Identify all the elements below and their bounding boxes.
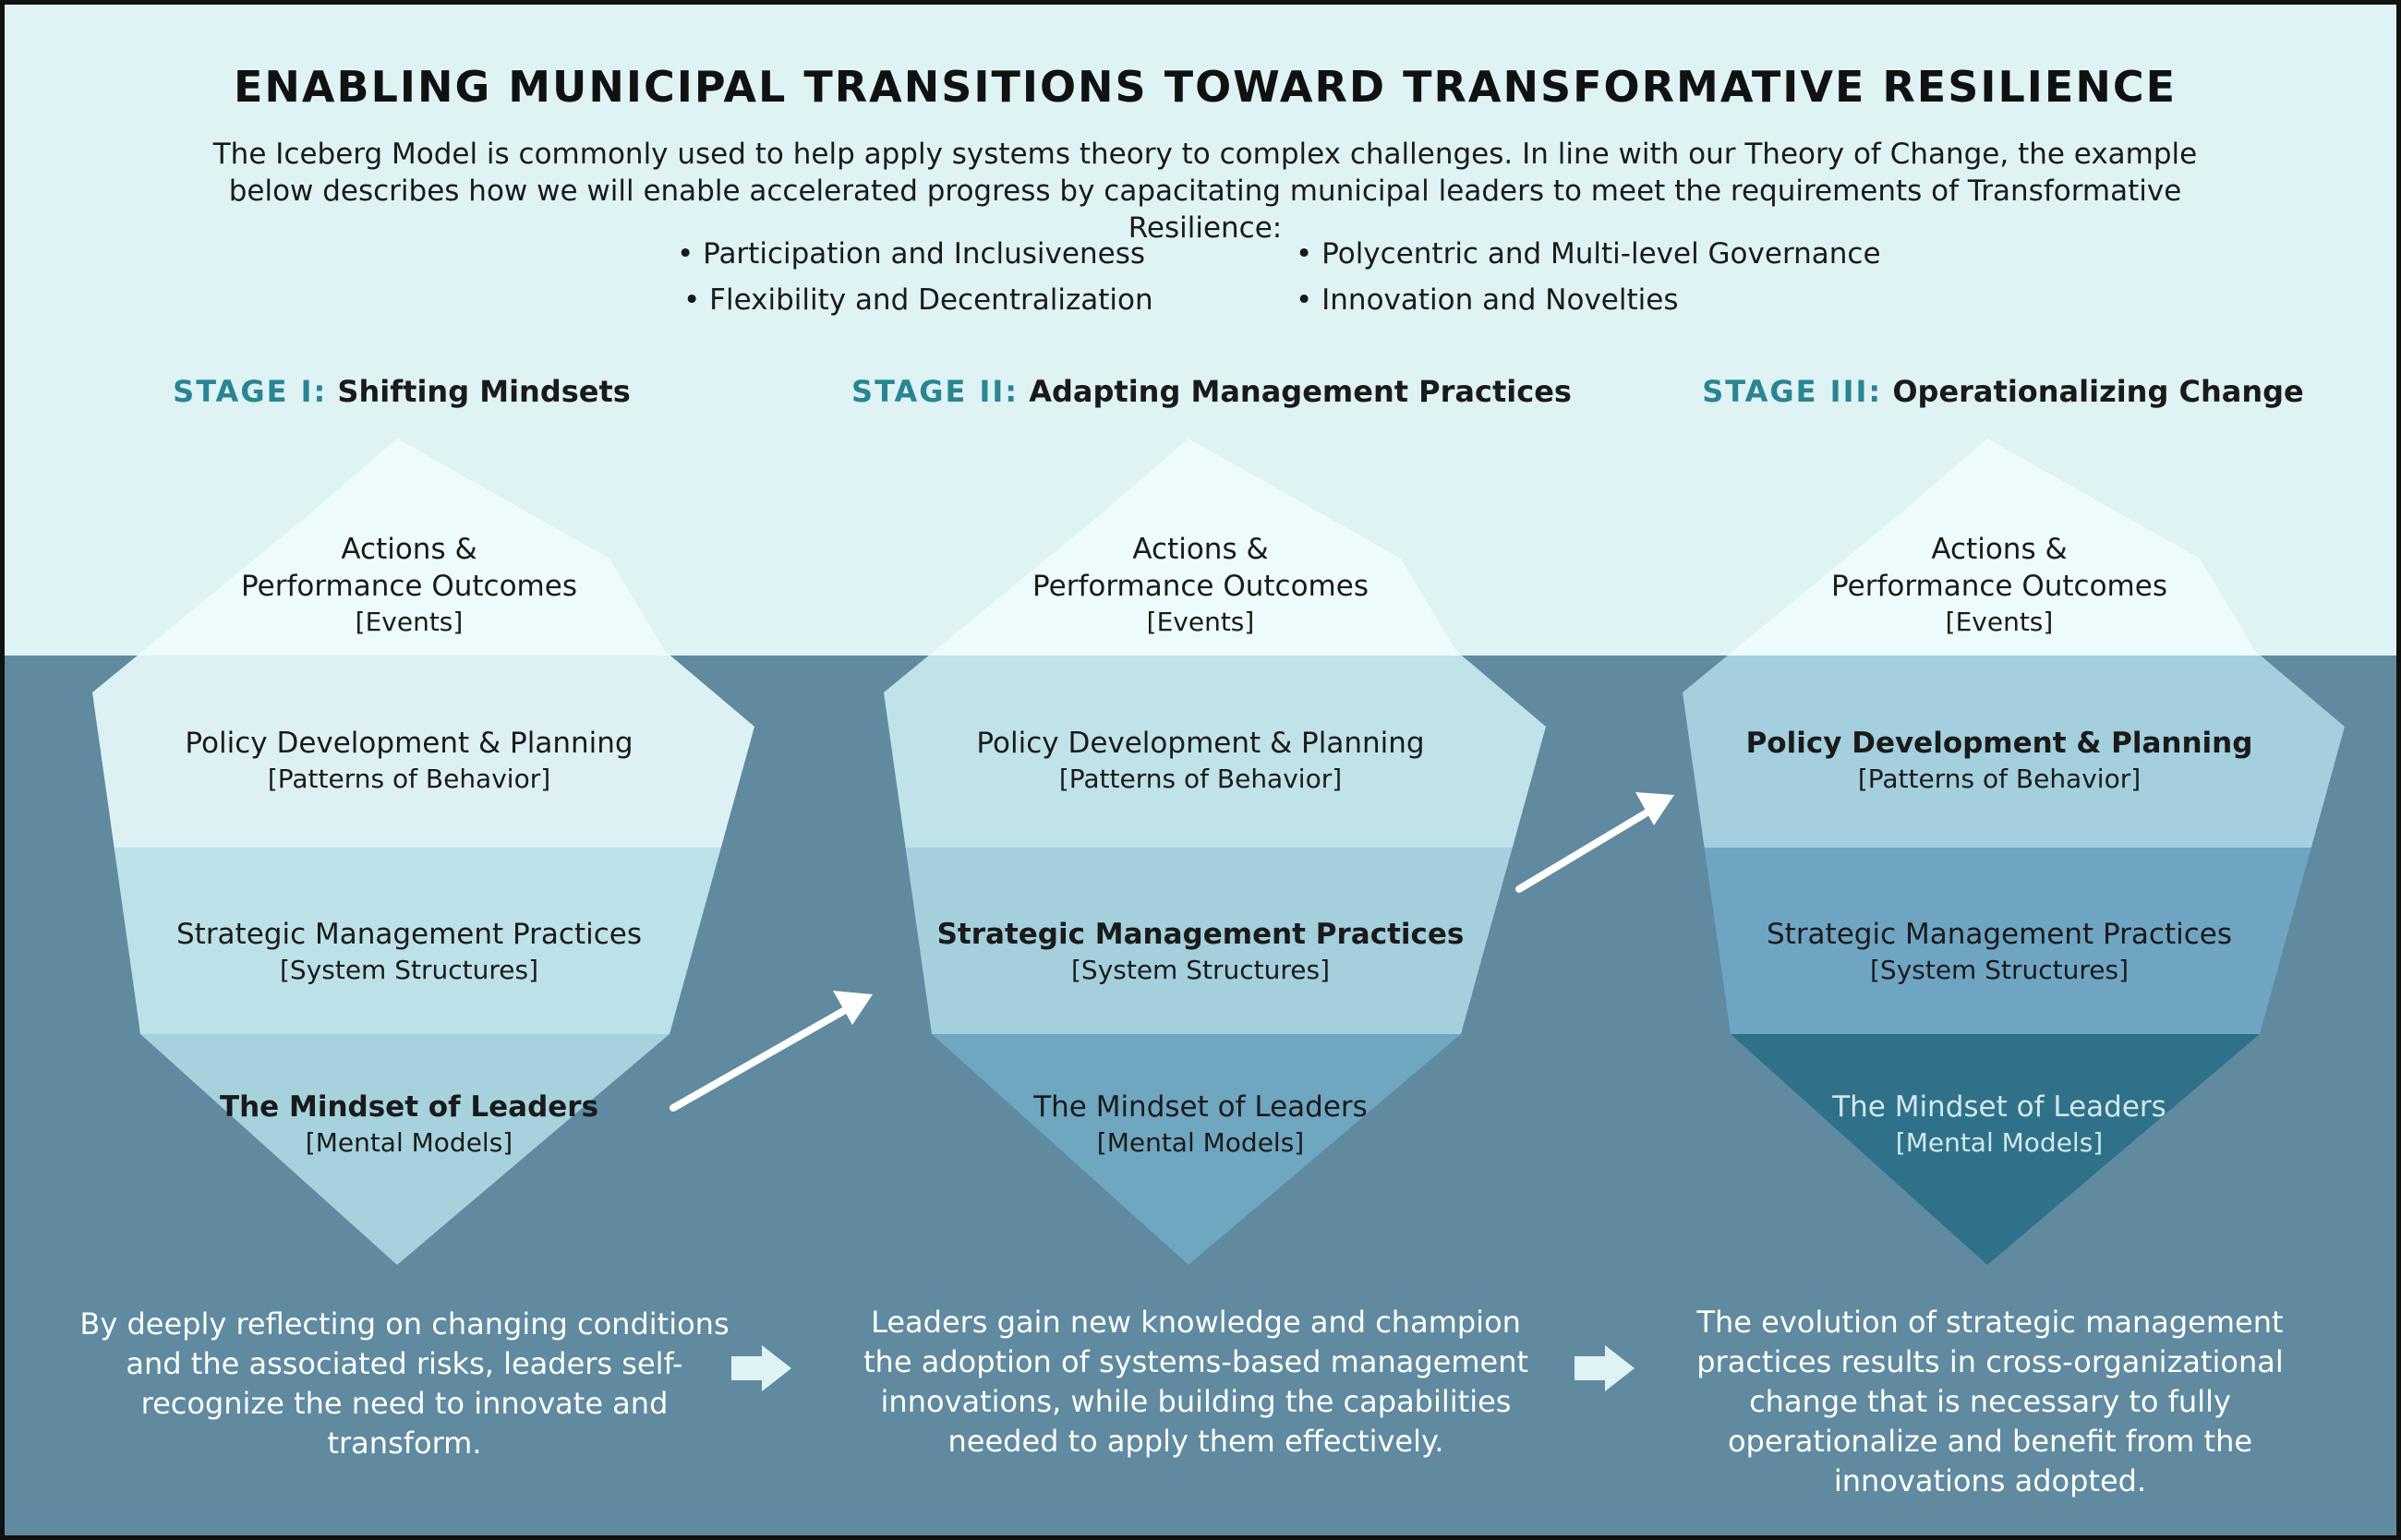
iceberg-band-strategic <box>92 848 754 1034</box>
diagonal-arrow-1 <box>670 991 873 1112</box>
bullet-participation: • Participation and Inclusiveness <box>677 237 1145 271</box>
iceberg-band-policy <box>884 656 1546 848</box>
bullet-innovation: • Innovation and Novelties <box>1296 283 1679 317</box>
stage-3-level-structures: Strategic Management Practices [System S… <box>1704 916 2295 988</box>
level-title: Actions & Performance Outcomes <box>241 533 577 603</box>
level-subtitle: [Events] <box>1945 607 2054 637</box>
level-title: Strategic Management Practices <box>936 918 1465 951</box>
level-subtitle: [Mental Models] <box>1096 1127 1305 1158</box>
stage-1-level-structures: Strategic Management Practices [System S… <box>114 916 705 988</box>
stage-3-level-events: Actions & Performance Outcomes [Events] <box>1704 531 2295 640</box>
bullet-polycentric: • Polycentric and Multi-level Governance <box>1296 237 1881 271</box>
level-subtitle: [Patterns of Behavior] <box>267 764 551 794</box>
stage-1-level-mental-models: The Mindset of Leaders [Mental Models] <box>114 1089 705 1161</box>
stage-3-level-patterns: Policy Development & Planning [Patterns … <box>1704 725 2295 797</box>
stage-2-level-mental-models: The Mindset of Leaders [Mental Models] <box>905 1089 1496 1161</box>
level-title: Actions & Performance Outcomes <box>1831 533 2167 603</box>
stage-2-name: Adapting Management Practices <box>1029 374 1572 409</box>
page-title: ENABLING MUNICIPAL TRANSITIONS TOWARD TR… <box>234 62 2177 112</box>
level-subtitle: [Patterns of Behavior] <box>1857 764 2142 794</box>
stage-3-level-mental-models: The Mindset of Leaders [Mental Models] <box>1704 1089 2295 1161</box>
stage-2-level-patterns: Policy Development & Planning [Patterns … <box>905 725 1496 797</box>
iceberg-graphics <box>92 439 2345 1391</box>
level-title: Actions & Performance Outcomes <box>1032 533 1369 603</box>
level-subtitle: [Events] <box>355 607 464 637</box>
stage-3-number: STAGE III: <box>1702 374 1883 409</box>
level-title: Policy Development & Planning <box>1745 727 2253 760</box>
block-arrow-1 <box>731 1345 791 1391</box>
level-subtitle: [System Structures] <box>280 955 538 985</box>
level-title: Strategic Management Practices <box>1766 918 2233 951</box>
iceberg-band-policy <box>1683 656 2345 848</box>
level-title: Strategic Management Practices <box>175 918 643 951</box>
level-title: The Mindset of Leaders <box>1033 1090 1368 1124</box>
stage-3-name: Operationalizing Change <box>1892 374 2304 409</box>
stage-2-level-events: Actions & Performance Outcomes [Events] <box>905 531 1496 640</box>
bullet-flexibility: • Flexibility and Decentralization <box>683 283 1153 317</box>
stage-2-heading: STAGE II: Adapting Management Practices <box>814 374 1609 409</box>
level-title: Policy Development & Planning <box>976 727 1425 760</box>
stage-1-caption: By deeply reflecting on changing conditi… <box>79 1306 730 1461</box>
diagonal-arrow-2 <box>1515 792 1674 893</box>
stage-2-caption: Leaders gain new knowledge and champion … <box>863 1305 1529 1459</box>
stage-3-caption: The evolution of strategic management pr… <box>1696 1305 2284 1498</box>
level-subtitle: [System Structures] <box>1870 955 2129 985</box>
level-title: The Mindset of Leaders <box>219 1090 599 1124</box>
level-subtitle: [Mental Models] <box>305 1127 513 1158</box>
stage-2-number: STAGE II: <box>851 374 1020 409</box>
iceberg-band-strategic <box>1683 848 2345 1034</box>
level-title: The Mindset of Leaders <box>1832 1090 2166 1124</box>
level-subtitle: [Events] <box>1146 607 1255 637</box>
intro-text: The Iceberg Model is commonly used to he… <box>212 138 2198 245</box>
stage-1-level-events: Actions & Performance Outcomes [Events] <box>114 531 705 640</box>
stage-1-number: STAGE I: <box>173 374 328 409</box>
stage-1-name: Shifting Mindsets <box>337 374 631 409</box>
level-title: Policy Development & Planning <box>185 727 633 760</box>
level-subtitle: [System Structures] <box>1071 955 1330 985</box>
level-subtitle: [Mental Models] <box>1895 1127 2104 1158</box>
stage-1-level-patterns: Policy Development & Planning [Patterns … <box>114 725 705 797</box>
iceberg-band-policy <box>92 656 754 848</box>
stage-2-level-structures: Strategic Management Practices [System S… <box>905 916 1496 988</box>
level-subtitle: [Patterns of Behavior] <box>1058 764 1343 794</box>
stage-1-heading: STAGE I: Shifting Mindsets <box>5 374 799 409</box>
iceberg-band-strategic <box>884 848 1546 1034</box>
stage-3-heading: STAGE III: Operationalizing Change <box>1606 374 2396 409</box>
block-arrow-2 <box>1575 1345 1635 1391</box>
